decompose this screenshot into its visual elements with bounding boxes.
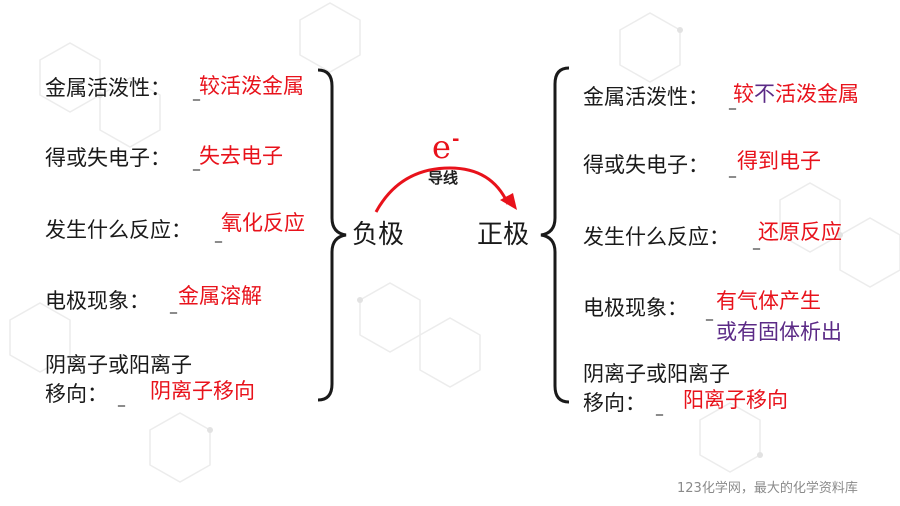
pos-electron-blank: _ — [729, 162, 736, 178]
electron-flow-arrow-icon — [374, 166, 517, 213]
neg-ion-label-line2: 移向： — [45, 382, 108, 406]
pos-ion-label-line1: 阴离子或阳离子 — [583, 362, 730, 386]
pos-electron-label: 得或失电子： — [583, 153, 709, 177]
pos-ion-blank: _ — [656, 400, 663, 416]
neg-phenomenon-blank: _ — [170, 298, 177, 314]
neg-ion-label-line1: 阴离子或阳离子 — [45, 353, 192, 377]
neg-activity-label: 金属活泼性： — [45, 76, 171, 100]
pos-electron-answer: 得到电子 — [737, 149, 821, 173]
negative-electrode-brace — [317, 68, 347, 402]
pos-phenomenon-blank: _ — [706, 305, 713, 321]
neg-electron-blank: _ — [193, 155, 200, 171]
pos-activity-answer-part2: 不 — [754, 82, 775, 106]
neg-ion-answer: 阴离子移向 — [150, 379, 255, 403]
neg-activity-answer: 较活泼金属 — [199, 74, 304, 98]
electron-charge: - — [452, 129, 460, 150]
positive-electrode-name: 正极 — [477, 220, 530, 250]
pos-activity-answer-part1: 较 — [733, 82, 754, 106]
neg-phenomenon-answer: 金属溶解 — [178, 284, 262, 308]
pos-activity-answer-part3: 活泼金属 — [775, 82, 859, 106]
footer-watermark: 123化学网，最大的化学资料库 — [677, 481, 858, 496]
neg-electron-answer: 失去电子 — [199, 144, 283, 168]
pos-activity-answer: 较不活泼金属 — [733, 84, 859, 105]
pos-reaction-answer: 还原反应 — [758, 220, 842, 244]
neg-reaction-label: 发生什么反应： — [45, 218, 192, 242]
neg-reaction-blank: _ — [215, 227, 222, 243]
neg-reaction-answer: 氧化反应 — [221, 211, 305, 235]
neg-phenomenon-label: 电极现象： — [45, 289, 150, 313]
neg-ion-blank: _ — [118, 391, 125, 407]
wire-label: 导线 — [428, 169, 459, 187]
pos-ion-label-line2: 移向： — [583, 391, 646, 415]
pos-reaction-label: 发生什么反应： — [583, 225, 730, 249]
pos-ion-answer: 阳离子移向 — [683, 388, 788, 412]
pos-phenomenon-label: 电极现象： — [583, 296, 688, 320]
pos-phenomenon-answer-line2: 或有固体析出 — [716, 320, 842, 344]
pos-phenomenon-answer-line1: 有气体产生 — [716, 289, 821, 313]
positive-electrode-brace — [540, 66, 570, 404]
pos-activity-label: 金属活泼性： — [583, 85, 709, 109]
neg-activity-blank: _ — [193, 85, 200, 101]
pos-activity-blank: _ — [729, 94, 736, 110]
neg-electron-label: 得或失电子： — [45, 146, 171, 170]
negative-electrode-name: 负极 — [352, 220, 405, 250]
pos-reaction-blank: _ — [753, 234, 760, 250]
electron-symbol: e — [432, 128, 451, 166]
